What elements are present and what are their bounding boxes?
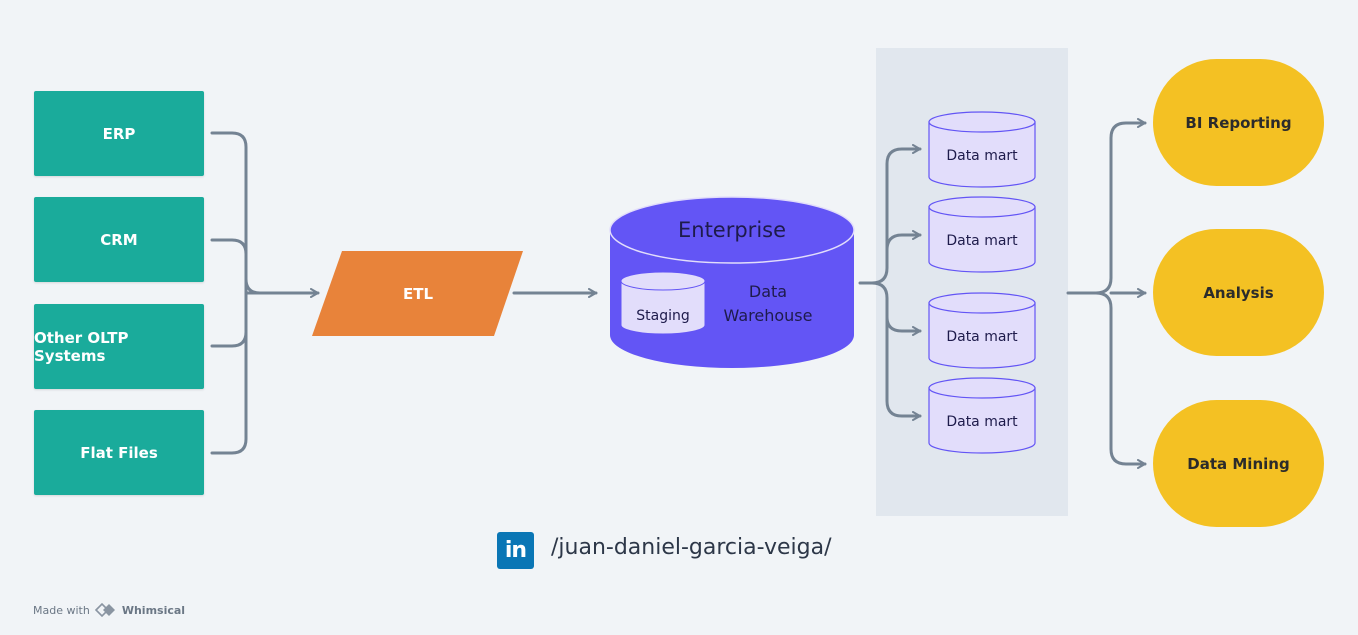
output-data-mining[interactable]: Data Mining bbox=[1153, 400, 1324, 527]
warehouse-top-label: Enterprise bbox=[678, 218, 786, 242]
warehouse-line1: Data bbox=[749, 282, 787, 301]
marts-connector bbox=[858, 144, 922, 421]
staging-cylinder[interactable]: Staging bbox=[620, 271, 706, 335]
made-with-text: Made with bbox=[33, 603, 90, 617]
source-oltp[interactable]: Other OLTP Systems bbox=[34, 304, 204, 389]
data-mart-2[interactable]: Data mart bbox=[928, 196, 1036, 273]
warehouse-line2: Warehouse bbox=[724, 306, 813, 325]
data-mart-label: Data mart bbox=[946, 329, 1018, 345]
warehouse-cylinder[interactable]: Enterprise Data Warehouse Staging bbox=[609, 196, 855, 368]
data-mart-label: Data mart bbox=[946, 233, 1018, 249]
output-analysis[interactable]: Analysis bbox=[1153, 229, 1324, 356]
data-mart-4[interactable]: Data mart bbox=[928, 377, 1036, 454]
output-bi-reporting[interactable]: BI Reporting bbox=[1153, 59, 1324, 186]
data-mart-1[interactable]: Data mart bbox=[928, 111, 1036, 188]
outputs-connector bbox=[1066, 118, 1147, 469]
staging-label: Staging bbox=[636, 308, 690, 324]
data-mart-label: Data mart bbox=[946, 148, 1018, 164]
source-crm[interactable]: CRM bbox=[34, 197, 204, 282]
made-with-footer[interactable]: Made with Whimsical bbox=[33, 603, 185, 617]
whimsical-logo-icon bbox=[94, 603, 115, 617]
etl-label: ETL bbox=[403, 285, 433, 303]
etl-shape[interactable]: ETL bbox=[312, 251, 523, 336]
source-flat-files[interactable]: Flat Files bbox=[34, 410, 204, 495]
linkedin-icon[interactable]: in bbox=[497, 532, 534, 569]
source-erp[interactable]: ERP bbox=[34, 91, 204, 176]
whimsical-brand: Whimsical bbox=[121, 603, 186, 617]
data-mart-3[interactable]: Data mart bbox=[928, 292, 1036, 369]
sources-connector bbox=[210, 131, 320, 455]
data-mart-label: Data mart bbox=[946, 414, 1018, 430]
linkedin-handle[interactable]: /juan-daniel-garcia-veiga/ bbox=[551, 535, 832, 560]
